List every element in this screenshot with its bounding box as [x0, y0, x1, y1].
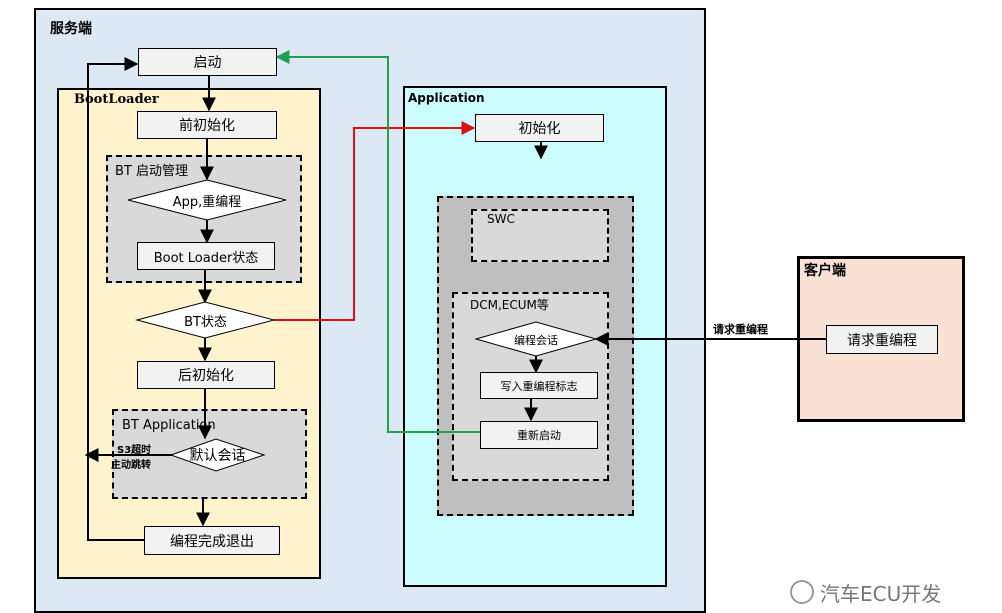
decision-bt-state-shape — [135, 301, 276, 339]
timeout-label-line2: 主动跳转 — [111, 460, 151, 471]
bt-application-title: BT Application — [122, 418, 216, 433]
arrow-exit-loop — [87, 57, 144, 541]
server-title: 服务端 — [50, 21, 92, 37]
decision-programming-session-label: 编程会话 — [514, 334, 558, 347]
pre-init-box: 前初始化 — [137, 111, 277, 139]
wechat-logo-icon — [790, 580, 814, 604]
client-title: 客户端 — [804, 263, 846, 279]
decision-programming-session-shape — [474, 321, 598, 357]
bt-manager-title: BT 启动管理 — [115, 164, 188, 179]
decision-default-session-shape — [169, 438, 266, 472]
client-request-arrow-label: 请求重编程 — [713, 323, 768, 336]
bootloader-state-box: Boot Loader状态 — [137, 242, 275, 270]
arrow-restart-to-start — [275, 50, 480, 433]
application-title: Application — [408, 91, 485, 105]
arrow-btstate-to-app-init — [274, 121, 476, 321]
restart-box: 重新启动 — [480, 421, 598, 449]
timeout-label-line1: S3超时 — [117, 445, 152, 456]
decision-default-session-label: 默认会话 — [189, 448, 246, 464]
write-reprogram-flag-box: 写入重编程标志 — [480, 372, 598, 399]
decision-bt-state-label: BT状态 — [184, 315, 227, 330]
bootloader-title: BootLoader — [74, 92, 159, 107]
programming-exit-box: 编程完成退出 — [144, 526, 280, 555]
swc-title: SWC — [487, 212, 515, 226]
post-init-box: 后初始化 — [137, 361, 275, 389]
app-init-box: 初始化 — [475, 114, 604, 142]
dcm-title: DCM,ECUM等 — [470, 298, 549, 312]
start-box: 启动 — [138, 48, 277, 76]
watermark-text: 汽车ECU开发 — [820, 582, 942, 606]
decision-app-reprogram-label: App,重编程 — [172, 195, 242, 210]
decision-app-reprogram-shape — [127, 179, 287, 221]
swc-group — [471, 209, 609, 262]
client-request-box: 请求重编程 — [826, 325, 938, 354]
